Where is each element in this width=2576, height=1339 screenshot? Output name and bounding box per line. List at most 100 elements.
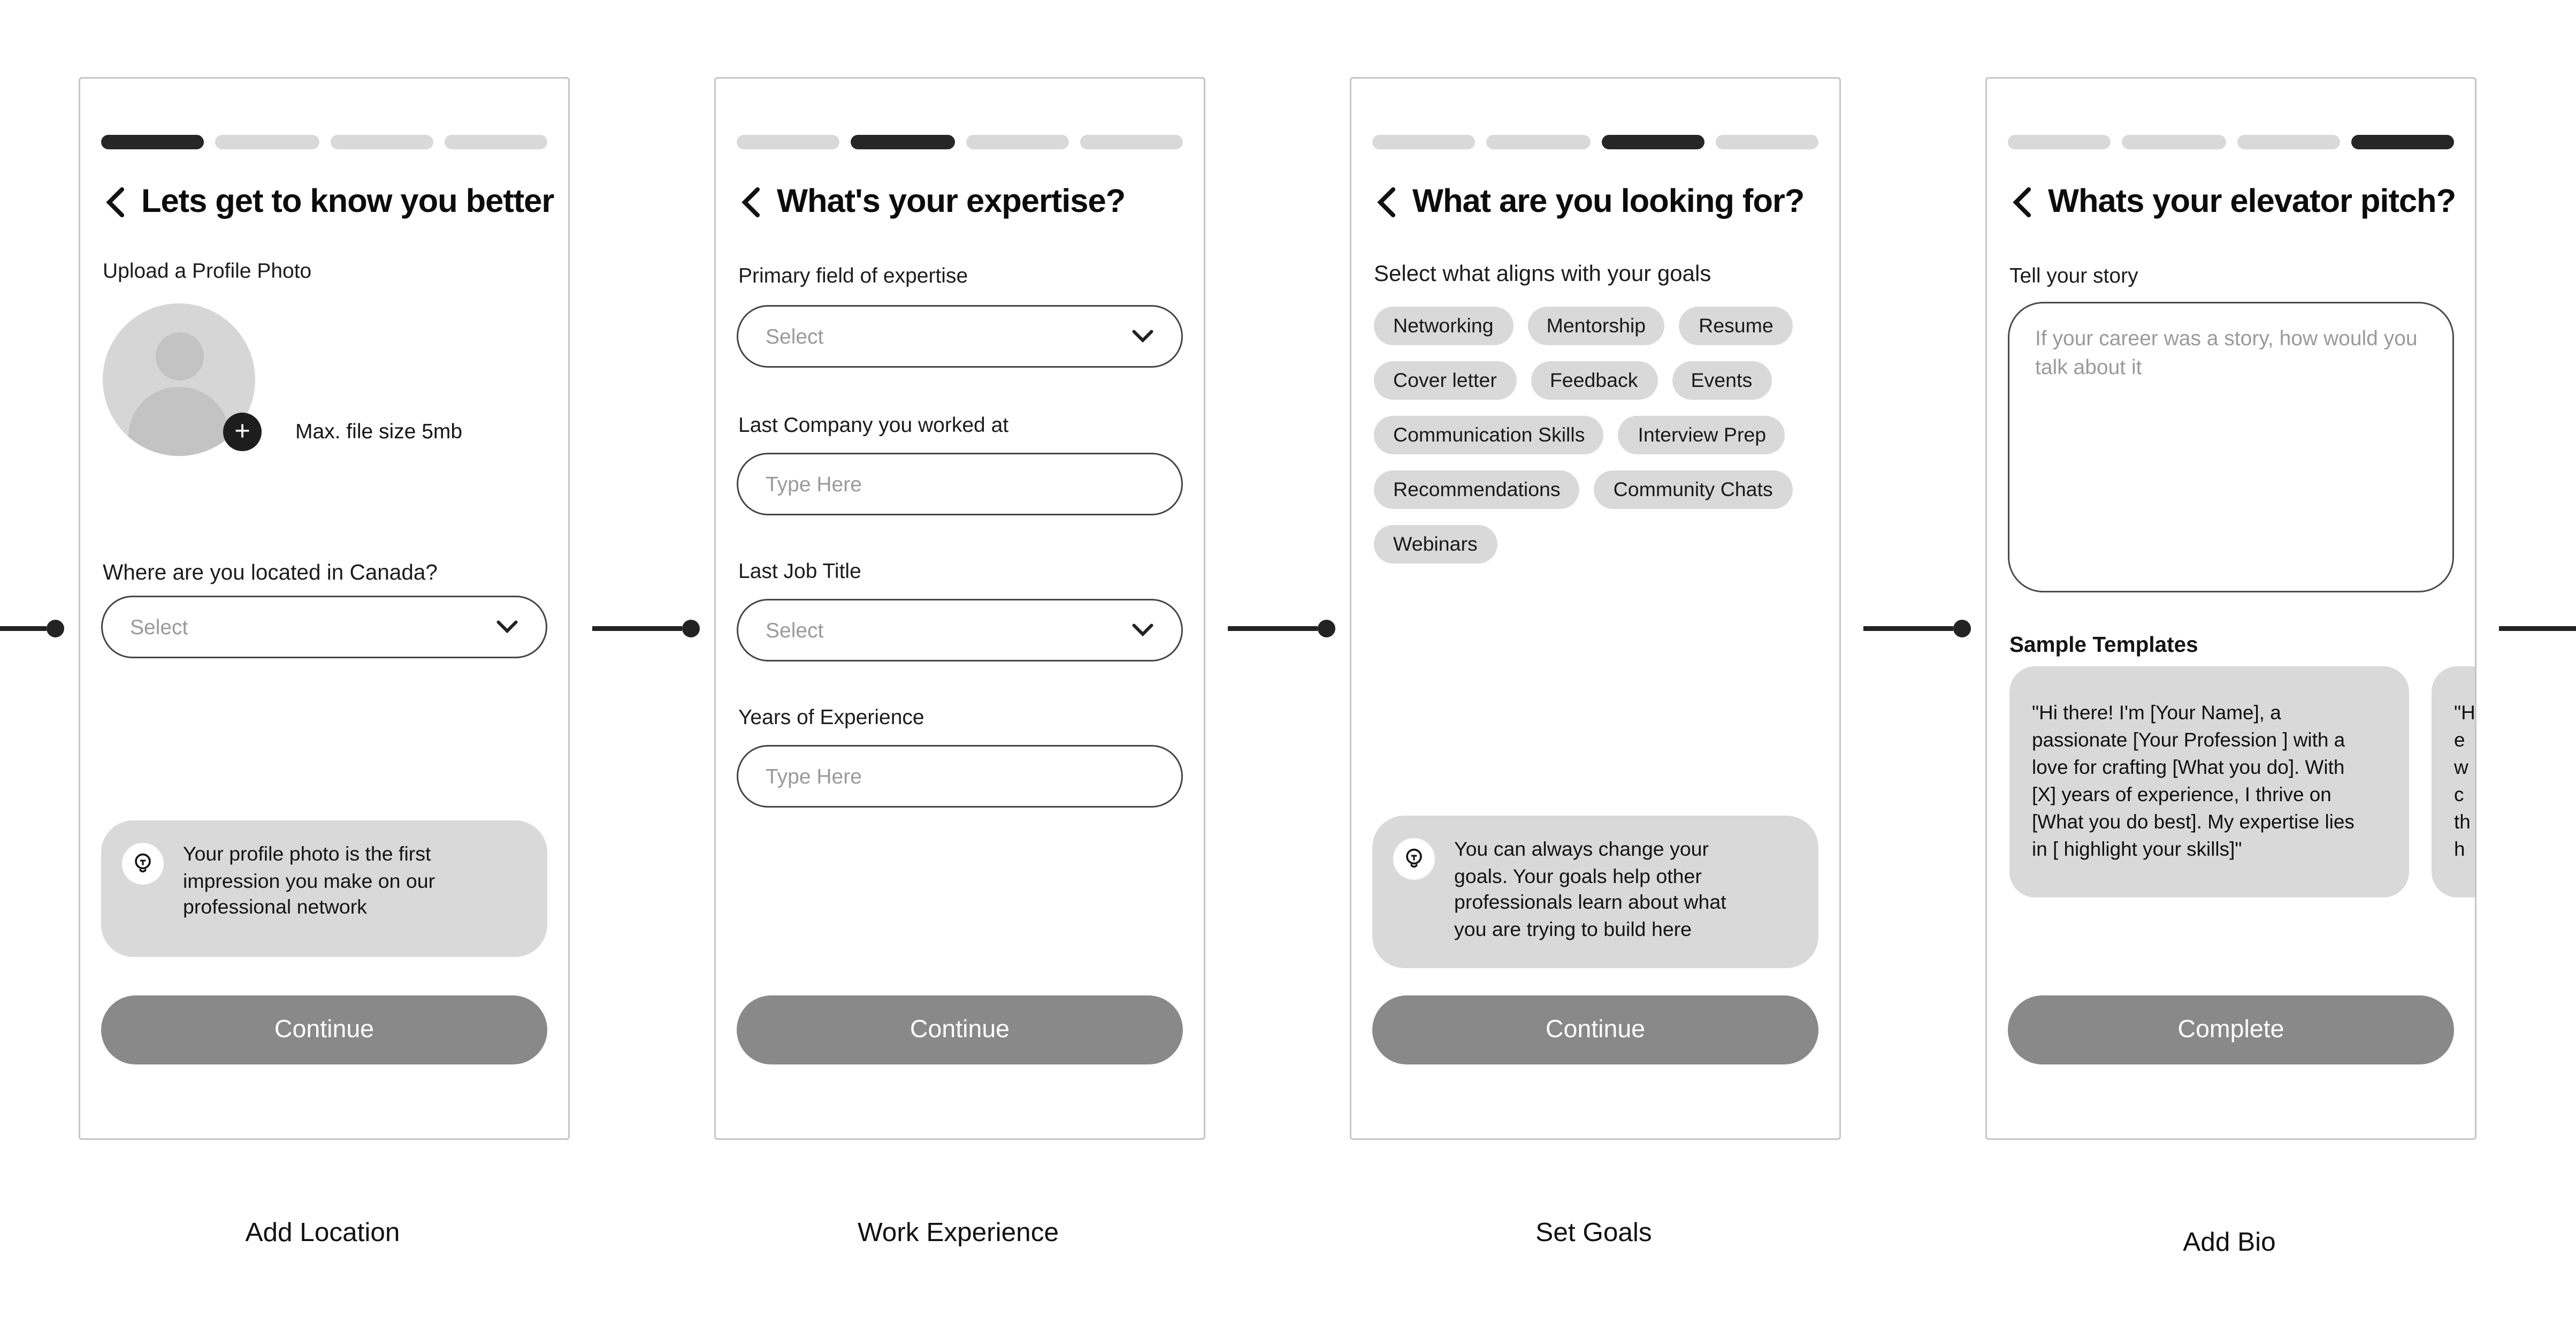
flow-dot-1	[45, 620, 64, 637]
template-card-1[interactable]: "Hi there! I'm [Your Name], a passionate…	[2009, 666, 2409, 897]
flow-line-2-3	[1228, 626, 1318, 631]
screen-header: Lets get to know you better	[101, 180, 554, 225]
story-textarea[interactable]: If your career was a story, how would yo…	[2008, 302, 2454, 592]
flow-dot-2	[681, 620, 699, 637]
flow-line-3-4	[1863, 626, 1953, 631]
field-label-years: Years of Experience	[738, 705, 924, 729]
sample-templates-label: Sample Templates	[2009, 633, 2198, 657]
field-label-job-title: Last Job Title	[738, 559, 861, 583]
complete-button[interactable]: Complete	[2008, 995, 2454, 1064]
progress-segment-1	[737, 135, 840, 149]
back-button[interactable]	[737, 183, 770, 222]
flow-dot-4	[1952, 620, 1970, 637]
tag-feedback[interactable]: Feedback	[1530, 361, 1657, 400]
goals-subtitle: Select what aligns with your goals	[1374, 260, 1711, 286]
lightbulb-icon	[1393, 838, 1435, 880]
frame-caption-add-location: Add Location	[245, 1219, 400, 1247]
progress-segment-1	[1372, 135, 1476, 149]
frame-caption-set-goals: Set Goals	[1535, 1219, 1652, 1247]
tip-text: You can always change your goals. Your g…	[1454, 838, 1726, 940]
tag-webinars[interactable]: Webinars	[1374, 525, 1497, 564]
tag-communication-skills[interactable]: Communication Skills	[1374, 416, 1604, 454]
screen-header: Whats your elevator pitch?	[2008, 180, 2456, 225]
back-button[interactable]	[101, 183, 135, 222]
flow-line-start	[0, 626, 47, 631]
progress-segment-3	[1601, 135, 1704, 149]
field-label-company: Last Company you worked at	[738, 413, 1009, 437]
chevron-left-icon	[1377, 187, 1396, 218]
tag-interview-prep[interactable]: Interview Prep	[1618, 416, 1786, 454]
template-text-partial: "H e w c th h	[2454, 702, 2475, 861]
tag-community-chats[interactable]: Community Chats	[1594, 470, 1792, 509]
tag-cover-letter[interactable]: Cover letter	[1374, 361, 1516, 400]
expertise-select[interactable]: Select	[737, 305, 1183, 368]
flow-line-1-2	[592, 626, 682, 631]
flow-dot-3	[1317, 620, 1335, 637]
avatar-head-shape	[155, 332, 203, 381]
chevron-left-icon	[106, 187, 125, 218]
back-button[interactable]	[2008, 183, 2042, 222]
upload-photo-label: Upload a Profile Photo	[103, 258, 312, 283]
progress-segment-2	[2122, 135, 2226, 149]
avatar-placeholder[interactable]	[103, 303, 255, 456]
plus-icon: +	[234, 416, 250, 446]
tip-text: Your profile photo is the first impressi…	[183, 843, 435, 918]
job-title-select[interactable]: Select	[737, 599, 1183, 661]
progress-segment-3	[2236, 135, 2340, 149]
lightbulb-icon	[122, 843, 164, 885]
page-title: What are you looking for?	[1412, 183, 1805, 220]
template-text: "Hi there! I'm [Your Name], a passionate…	[2032, 702, 2355, 861]
progress-segment-4	[1715, 135, 1818, 149]
location-label: Where are you located in Canada?	[103, 560, 438, 584]
back-button[interactable]	[1372, 183, 1406, 222]
chevron-left-icon	[742, 187, 760, 218]
select-placeholder: Select	[130, 615, 188, 639]
tag-recommendations[interactable]: Recommendations	[1374, 470, 1580, 509]
page-title: Whats your elevator pitch?	[2048, 183, 2456, 220]
goal-tags: Networking Mentorship Resume Cover lette…	[1374, 307, 1820, 564]
progress-segment-2	[215, 135, 319, 149]
progress-bar	[1372, 135, 1818, 149]
location-select[interactable]: Select	[101, 596, 547, 658]
tag-networking[interactable]: Networking	[1374, 307, 1513, 345]
progress-segment-2	[851, 135, 954, 149]
chevron-down-icon	[496, 620, 518, 634]
story-label: Tell your story	[2009, 263, 2138, 287]
template-card-2[interactable]: "H e w c th h	[2432, 666, 2475, 897]
progress-segment-4	[444, 135, 547, 149]
page-title: What's your expertise?	[777, 183, 1126, 220]
screen-add-bio: Whats your elevator pitch? Tell your sto…	[1985, 77, 2476, 1140]
continue-button[interactable]: Continue	[737, 995, 1183, 1064]
continue-button[interactable]: Continue	[1372, 995, 1818, 1064]
progress-bar	[2008, 135, 2454, 149]
page-title: Lets get to know you better	[141, 183, 554, 220]
progress-bar	[101, 135, 547, 149]
tip-box: You can always change your goals. Your g…	[1372, 816, 1818, 968]
progress-segment-3	[965, 135, 1069, 149]
progress-segment-2	[1486, 135, 1590, 149]
progress-segment-1	[2008, 135, 2111, 149]
screen-work-experience: What's your expertise? Primary field of …	[714, 77, 1205, 1140]
tag-mentorship[interactable]: Mentorship	[1527, 307, 1665, 345]
company-input[interactable]: Type Here	[737, 453, 1183, 515]
tip-box: Your profile photo is the first impressi…	[101, 820, 547, 957]
frame-caption-work-experience: Work Experience	[857, 1219, 1059, 1247]
screen-header: What's your expertise?	[737, 180, 1183, 225]
flow-line-end	[2499, 626, 2576, 631]
continue-button[interactable]: Continue	[101, 995, 547, 1064]
tag-resume[interactable]: Resume	[1679, 307, 1793, 345]
max-file-size-text: Max. file size 5mb	[295, 419, 463, 443]
screen-header: What are you looking for?	[1372, 180, 1818, 225]
chevron-down-icon	[1132, 329, 1154, 344]
screen-set-goals: What are you looking for? Select what al…	[1350, 77, 1841, 1140]
add-photo-button[interactable]: +	[223, 413, 262, 451]
textarea-placeholder: If your career was a story, how would yo…	[2035, 326, 2418, 379]
frame-caption-add-bio: Add Bio	[2183, 1228, 2276, 1257]
progress-bar	[737, 135, 1183, 149]
tag-events[interactable]: Events	[1671, 361, 1772, 400]
progress-segment-1	[101, 135, 204, 149]
chevron-down-icon	[1132, 623, 1154, 637]
years-input[interactable]: Type Here	[737, 745, 1183, 808]
avatar-body-shape	[128, 387, 230, 456]
